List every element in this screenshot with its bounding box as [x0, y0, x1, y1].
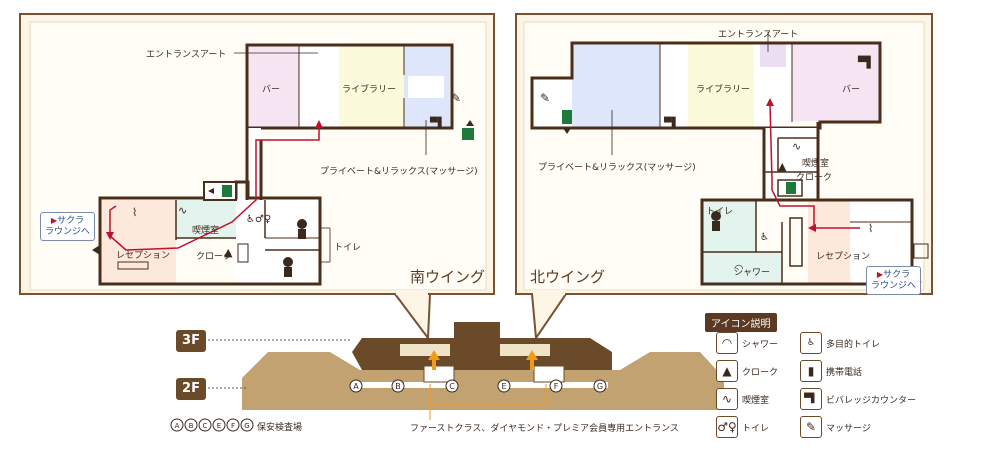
north-sakura-link-line1: サクラ	[883, 270, 911, 280]
south-floorplan: ✎ ♿♂♀ ▲ ∿ ⌇	[92, 43, 474, 286]
south-massage-chair-icon: ⌇	[132, 206, 137, 219]
north-reception-zone	[808, 200, 850, 284]
north-library-zone	[688, 43, 754, 128]
south-library-beverage-icon: ▀▌	[429, 116, 445, 129]
north-massage-chair-icon: ⌇	[868, 222, 873, 235]
north-massage-icon: ✎	[540, 91, 550, 105]
south-exit-bottom-icon	[462, 128, 474, 140]
legend-phone-label: 携帯電話	[826, 368, 863, 378]
legend-toilet-label: トイレ	[742, 424, 770, 434]
north-shower-icon: ◠	[734, 262, 744, 275]
south-toilet-icon-b	[283, 257, 293, 267]
legend-smoking-label: 喫煙室	[742, 396, 770, 406]
north-floorplan: ✎ ▀▌ ▀▌ ▀▌ ♿ ◠ ⌇ ∿ ▲	[429, 32, 929, 286]
north-library-label: ライブラリー	[696, 85, 751, 95]
legend-shower-label: シャワー	[742, 340, 779, 350]
north-toilet-zone	[702, 200, 756, 252]
north-library-beverage-icon: ▀▌	[663, 116, 679, 129]
south-emergency-exit-icon	[222, 185, 232, 197]
south-phone-icon	[237, 243, 249, 263]
legend-title: アイコン説明	[705, 313, 777, 332]
south-reception-zone	[100, 200, 176, 284]
legend-beverage-label: ビバレッジカウンター	[826, 396, 917, 406]
cloak-bag-icon: ▲	[716, 360, 738, 382]
shower-icon: ◠	[716, 332, 738, 354]
north-reception-label: レセプション	[816, 252, 871, 262]
north-beverage-icon: ▀▌	[857, 55, 875, 69]
south-smoking-zone	[176, 200, 236, 238]
north-smoking-icon: ∿	[792, 140, 801, 153]
south-sakura-link-line1: サクラ	[57, 216, 85, 226]
south-sakura-lounge-link[interactable]: ▶サクラ ラウンジへ	[40, 212, 96, 241]
north-emergency-exit-icon	[786, 182, 796, 194]
south-library-label: ライブラリー	[342, 85, 397, 95]
mobile-phone-icon: ▮	[800, 360, 822, 382]
north-private-relax-label: プライベート&リラックス(マッサージ)	[538, 163, 696, 173]
north-sakura-lounge-link[interactable]: ▶サクラ ラウンジへ	[866, 266, 922, 295]
legend-cloak-label: クローク	[742, 368, 779, 378]
massage-icon: ✎	[800, 416, 822, 438]
north-cloak-icon: ▲	[778, 160, 787, 173]
north-cloak-label: クローク	[796, 173, 833, 183]
exclusive-entrance-caption: ファーストクラス、ダイヤモンド・プレミア会員専用エントランス	[410, 424, 679, 434]
terminal-diagram	[208, 322, 724, 420]
south-bar-zone	[247, 45, 299, 128]
south-toilet-icon-a	[297, 219, 307, 229]
north-multi-toilet-icon: ♿	[760, 232, 769, 243]
floor-2f-badge: 2F	[176, 378, 206, 400]
south-entrance-art-label: エントランスアート	[146, 50, 227, 60]
north-shower-label: シャワー	[734, 268, 771, 278]
north-smoking-label: 喫煙室	[802, 159, 830, 169]
south-smoking-label: 喫煙室	[192, 226, 220, 236]
floor-3f-badge: 3F	[176, 330, 206, 352]
north-toilet-icon	[711, 211, 721, 221]
north-exit-left-icon	[562, 110, 572, 124]
north-toilet-label: トイレ	[706, 207, 734, 217]
north-private-zone	[572, 43, 660, 128]
smoking-icon: ∿	[716, 388, 738, 410]
multipurpose-toilet-icon: ♿	[800, 332, 822, 354]
north-wing-title: 北ウイング	[530, 268, 606, 286]
legend-massage-label: マッサージ	[826, 424, 871, 434]
legend-multipurpose-toilet-label: 多目的トイレ	[826, 340, 881, 350]
south-wing-title: 南ウイング	[410, 268, 486, 286]
south-toilet-label: トイレ	[334, 243, 362, 253]
north-phone-icon	[913, 243, 929, 259]
south-massage-icon: ✎	[451, 91, 461, 105]
north-entrance-art-label: エントランスアート	[718, 30, 799, 40]
north-bar-zone	[792, 43, 880, 121]
north-sakura-link-line2: ラウンジへ	[871, 281, 917, 291]
toilet-icon: ♂♀	[716, 416, 738, 438]
north-bar-label: バー	[842, 85, 861, 95]
south-cloak-icon: ▲	[224, 246, 233, 259]
beverage-icon: ▀▌	[800, 388, 822, 410]
south-sakura-link-line2: ラウンジへ	[45, 227, 91, 237]
security-checkpoint-label: 保安検査場	[257, 423, 303, 433]
north-shower-zone	[702, 252, 782, 284]
south-bar-label: バー	[262, 85, 281, 95]
south-smoking-icon: ∿	[178, 204, 187, 217]
south-private-relax-label: プライベート&リラックス(マッサージ)	[320, 167, 478, 177]
south-cloak-label: クローク	[196, 252, 233, 262]
south-library-zone	[339, 45, 404, 128]
south-multi-toilet-icon: ♿♂♀	[246, 214, 271, 225]
south-reception-label: レセプション	[116, 251, 171, 261]
